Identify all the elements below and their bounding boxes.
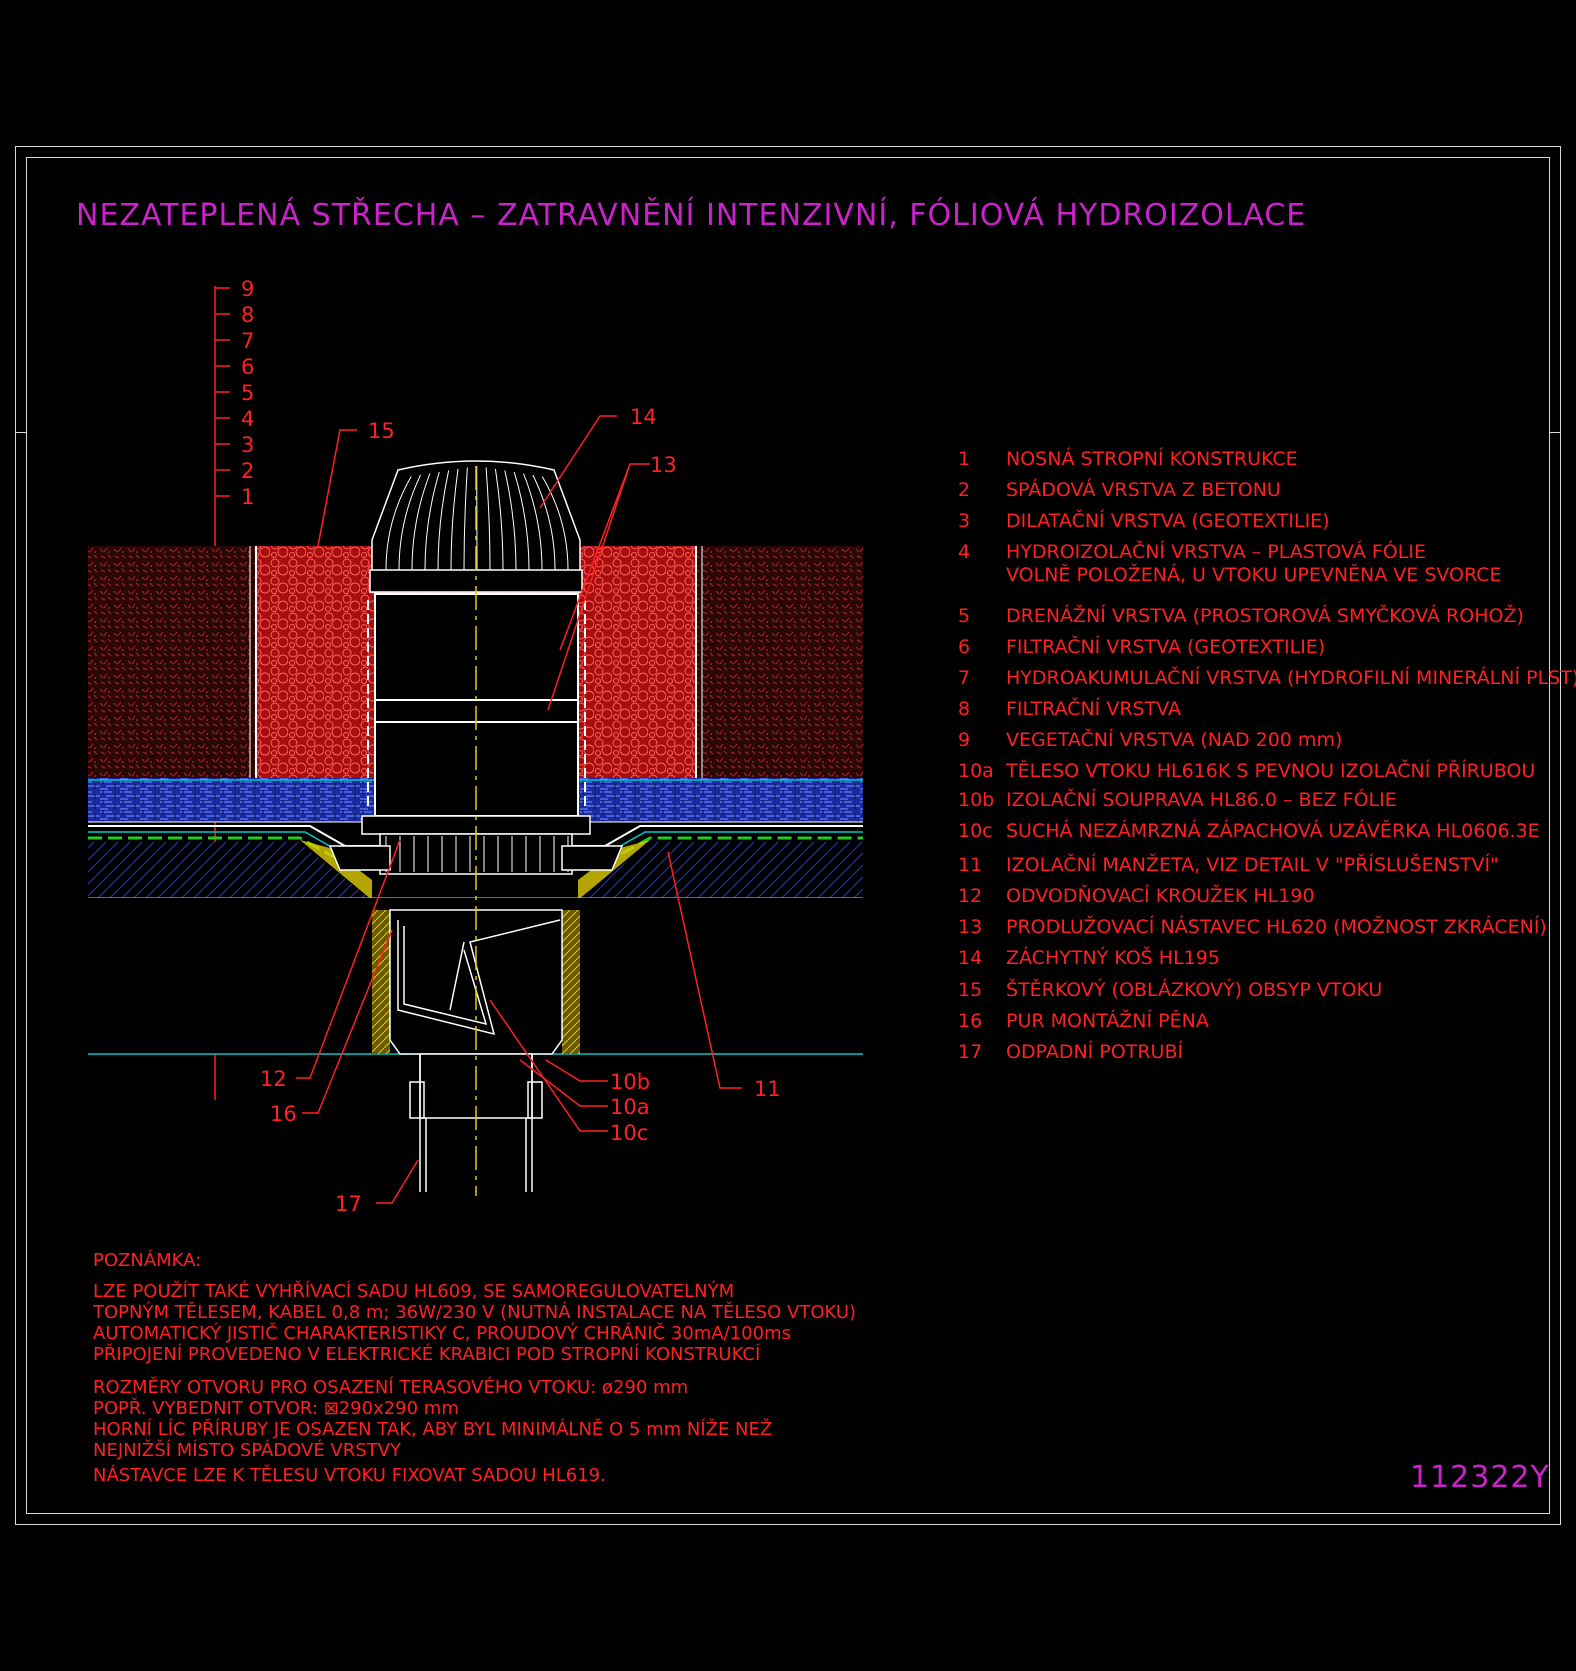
callout-15: 15 (368, 419, 395, 443)
note-line: HORNÍ LÍC PŘÍRUBY JE OSAZEN TAK, ABY BYL… (93, 1419, 773, 1440)
note-line: AUTOMATICKÝ JISTIČ CHARAKTERISTIKY C, PR… (93, 1323, 791, 1344)
legend-text: ŠTĚRKOVÝ (OBLÁZKOVÝ) OBSYP VTOKU (1006, 979, 1383, 1001)
scale-label: 6 (241, 355, 254, 379)
notes-block-2: ROZMĚRY OTVORU PRO OSAZENÍ TERASOVÉHO VT… (93, 1377, 856, 1461)
drawing-frame-inner (26, 157, 1550, 1514)
basket-rib (450, 468, 459, 571)
drawing-code: 112322Y (1410, 1460, 1550, 1495)
basket-rib (532, 474, 556, 571)
note-line: PŘIPOJENÍ PROVEDENO V ELEKTRICKÉ KRABICI… (93, 1344, 761, 1365)
drawing-frame-outer (15, 146, 1561, 1525)
scale-label: 3 (241, 433, 254, 457)
legend-text: IZOLAČNÍ MANŽETA, VIZ DETAIL V "PŘÍSLUŠE… (1006, 854, 1499, 876)
note-line: ROZMĚRY OTVORU PRO OSAZENÍ TERASOVÉHO VT… (93, 1377, 689, 1398)
basket-rib (398, 474, 422, 571)
callout-11: 11 (754, 1077, 781, 1101)
callout-10b: 10b (610, 1070, 650, 1094)
notes-block-1: LZE POUŽÍT TAKÉ VYHŘÍVACÍ SADU HL609, SE… (93, 1281, 856, 1365)
scale-label: 8 (241, 303, 254, 327)
legend-number: 7 (958, 667, 971, 689)
legend-number: 2 (958, 479, 971, 501)
legend-number: 8 (958, 698, 971, 720)
legend-number: 5 (958, 605, 971, 627)
legend-number: 6 (958, 636, 971, 658)
legend-number: 17 (958, 1041, 983, 1063)
legend-number: 10c (958, 820, 993, 842)
basket-rib (523, 473, 543, 571)
callout-17: 17 (335, 1192, 362, 1216)
scale-label: 1 (241, 485, 254, 509)
legend-number: 3 (958, 510, 971, 532)
basket-rib (541, 476, 569, 571)
scale-label: 4 (241, 407, 254, 431)
outlet-pipe (409, 1054, 543, 1192)
legend-text: FILTRAČNÍ VRSTVA (1006, 698, 1181, 720)
basket-rib (513, 471, 530, 571)
note-line: NEJNIŽŠÍ MÍSTO SPÁDOVÉ VRSTVY (93, 1440, 401, 1461)
notes-heading: POZNÁMKA: (93, 1250, 202, 1271)
legend-text: IZOLAČNÍ SOUPRAVA HL86.0 – BEZ FÓLIE (1006, 789, 1397, 811)
legend-number: 10b (958, 789, 995, 811)
legend-text: HYDROIZOLAČNÍ VRSTVA – PLASTOVÁ FÓLIE (1006, 541, 1426, 563)
legend-number: 13 (958, 916, 983, 938)
leader-lines (296, 415, 742, 1204)
basket-rib (485, 467, 491, 571)
callout-13: 13 (650, 453, 677, 477)
frame-tick-left (15, 432, 26, 433)
callout-10a: 10a (610, 1095, 650, 1119)
legend-text: HYDROAKUMULAČNÍ VRSTVA (HYDROFILNÍ MINER… (1006, 667, 1576, 689)
callout-labels: 15 14 13 12 16 17 10b 10a 10c 11 (260, 405, 781, 1216)
legend-text: VOLNĚ POLOŽENÁ, U VTOKU UPEVNĚNA VE SVOR… (1006, 564, 1502, 586)
callout-12: 12 (260, 1067, 287, 1091)
basket-rib (494, 468, 504, 571)
notes-block-3: NÁSTAVCE LZE K TĚLESU VTOKU FIXOVAT SADO… (93, 1465, 856, 1486)
legend-number: 11 (958, 854, 983, 876)
legend-text: SPÁDOVÁ VRSTVA Z BETONU (1006, 479, 1281, 501)
callout-10c: 10c (610, 1121, 648, 1145)
legend-text: ODPADNÍ POTRUBÍ (1006, 1041, 1184, 1063)
legend-text: ODVODŇOVACÍ KROUŽEK HL190 (1006, 885, 1315, 907)
legend-text: TĚLESO VTOKU HL616K S PEVNOU IZOLAČNÍ PŘ… (1006, 760, 1536, 782)
basket-rib (385, 476, 412, 571)
legend-number: 14 (958, 947, 983, 969)
legend-number: 4 (958, 541, 971, 563)
note-line: POPŘ. VYBEDNIT OTVOR: ⊠290x290 mm (93, 1398, 459, 1419)
scale-label: 5 (241, 381, 254, 405)
pur-foam-left (372, 910, 390, 1054)
basket-rib (463, 467, 468, 571)
legend-text: NOSNÁ STROPNÍ KONSTRUKCE (1006, 448, 1298, 470)
scale-label: 2 (241, 459, 254, 483)
legend-number: 9 (958, 729, 971, 751)
legend-text: FILTRAČNÍ VRSTVA (GEOTEXTILIE) (1006, 636, 1326, 658)
legend-text: PUR MONTÁŽNÍ PĚNA (1006, 1010, 1209, 1032)
basket-rib (411, 473, 431, 571)
legend-number: 15 (958, 979, 983, 1001)
legend-text: VEGETAČNÍ VRSTVA (NAD 200 mm) (1006, 729, 1343, 751)
legend-number: 1 (958, 448, 971, 470)
legend-number: 16 (958, 1010, 983, 1032)
scale-label: 7 (241, 329, 254, 353)
basket-rib (424, 471, 440, 571)
callout-16: 16 (270, 1102, 297, 1126)
callout-14: 14 (630, 405, 657, 429)
legend-number: 12 (958, 885, 983, 907)
note-line: LZE POUŽÍT TAKÉ VYHŘÍVACÍ SADU HL609, SE… (93, 1281, 735, 1302)
notes: POZNÁMKA: LZE POUŽÍT TAKÉ VYHŘÍVACÍ SADU… (93, 1250, 856, 1486)
scale-label: 9 (241, 277, 254, 301)
note-line: TOPNÝM TĚLESEM, KABEL 0,8 m; 36W/230 V (… (93, 1302, 857, 1323)
frame-tick-right (1550, 432, 1561, 433)
basket-rib (437, 470, 450, 571)
pur-foam-right (562, 910, 580, 1054)
legend-text: DILATAČNÍ VRSTVA (GEOTEXTILIE) (1006, 510, 1330, 532)
note-line: NÁSTAVCE LZE K TĚLESU VTOKU FIXOVAT SADO… (93, 1465, 606, 1486)
basket-rib (504, 470, 517, 571)
legend-text: ZÁCHYTNÝ KOŠ HL195 (1006, 947, 1220, 969)
legend-number: 10a (958, 760, 994, 782)
legend-text: PRODLUŽOVACÍ NÁSTAVEC HL620 (MOŽNOST ZKR… (1006, 916, 1547, 938)
legend-text: SUCHÁ NEZÁMRZNÁ ZÁPACHOVÁ UZÁVĚRKA HL060… (1006, 820, 1540, 842)
drawing-title: NEZATEPLENÁ STŘECHA – ZATRAVNĚNÍ INTENZI… (76, 198, 1307, 233)
legend-text: DRENÁŽNÍ VRSTVA (PROSTOROVÁ SMYČKOVÁ ROH… (1006, 605, 1524, 627)
